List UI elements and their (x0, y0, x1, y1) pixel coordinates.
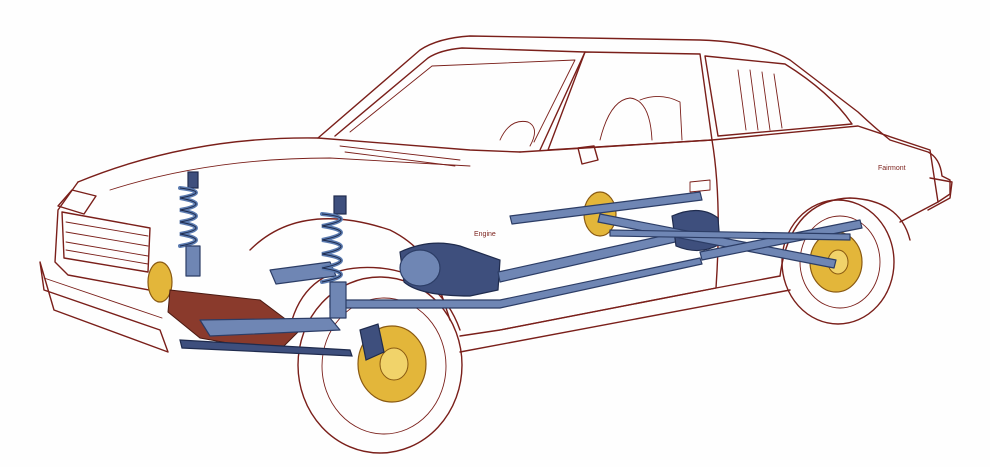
lower-trailing-link (699, 219, 863, 261)
front-seat (599, 96, 683, 141)
front-hub (379, 347, 409, 381)
upper-control-arm (269, 261, 337, 285)
roof-outline (317, 35, 951, 203)
rear-script-badge: Fairmont (878, 165, 906, 172)
steering-rack (179, 339, 353, 357)
front-suspension-left (178, 171, 201, 277)
rear-tire (781, 199, 895, 325)
right-shock-absorber (329, 281, 347, 319)
front-bumper-face (43, 277, 163, 319)
front-fascia (54, 181, 161, 293)
hood (77, 137, 521, 183)
far-front-brake (147, 261, 173, 303)
windshield (334, 47, 586, 151)
drivetrain (167, 191, 863, 357)
engine-label: Engine (474, 231, 496, 238)
front-caliper (359, 323, 385, 361)
rear-bumper (927, 177, 953, 211)
front-wheel (297, 276, 463, 454)
door (499, 139, 719, 331)
bellhousing (399, 249, 441, 287)
rear-quarter (711, 125, 939, 223)
door-handle (689, 179, 711, 193)
side-window-front (547, 51, 713, 151)
rocker-panel (459, 275, 781, 337)
side-window-rear (704, 55, 853, 137)
headlight (57, 189, 97, 215)
lower-body (459, 289, 791, 353)
steering-wheel (499, 120, 535, 147)
side-mirror (577, 145, 599, 165)
right-strut-top-mount (333, 195, 347, 215)
exhaust-pipe (329, 257, 703, 309)
rear-stabilizer (609, 229, 851, 241)
front-suspension-right (320, 195, 347, 319)
rear-window-louvers (737, 69, 783, 131)
windshield-inner (349, 59, 576, 143)
rear-wheel (781, 199, 895, 325)
left-shock-absorber (185, 245, 201, 277)
grille (61, 211, 151, 273)
rear-rim (799, 215, 881, 309)
front-rim (321, 297, 447, 435)
front-bumper (39, 261, 169, 353)
hood-crease (109, 157, 471, 191)
cowl-vent (339, 145, 461, 167)
left-strut-top-mount (187, 171, 199, 189)
grille-bars (65, 221, 149, 265)
upper-trailing-link (509, 191, 703, 225)
lower-control-arm (199, 317, 341, 337)
front-tire (297, 276, 463, 454)
